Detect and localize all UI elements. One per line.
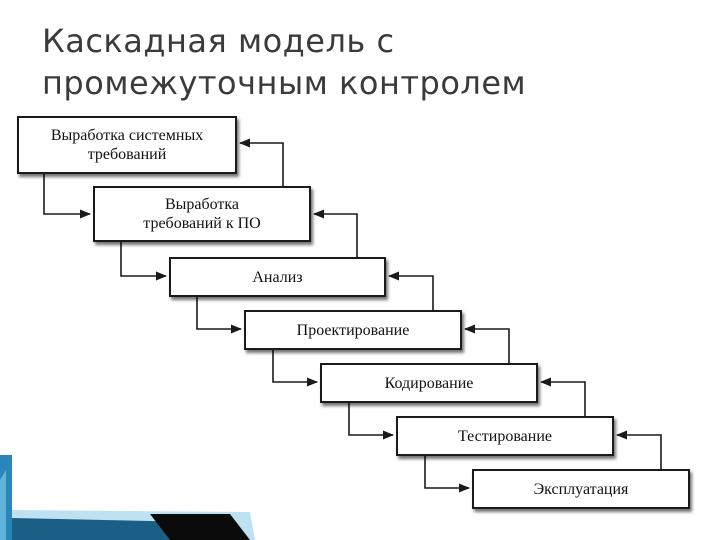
stage-testing: Тестирование: [396, 416, 614, 456]
stage-label: Выработка: [164, 196, 240, 213]
feedback-arrow-3: [387, 271, 434, 310]
down-arrow-2: [120, 242, 168, 281]
down-arrow-6: [424, 456, 471, 493]
feedback-arrow-2: [312, 209, 358, 257]
stage-design: Проектирование: [244, 310, 462, 350]
stage-label: Выработка системных: [50, 127, 204, 144]
stage-label: Тестирование: [458, 427, 552, 445]
page-title: Каскадная модель с промежуточным контрол…: [42, 20, 526, 104]
stage-label: Анализ: [252, 268, 303, 286]
feedback-arrow-1: [238, 138, 284, 186]
stage-coding: Кодирование: [320, 363, 538, 403]
stage-operation: Эксплуатация: [472, 469, 690, 509]
stage-system-requirements: Выработка системных требований: [17, 116, 237, 174]
down-arrow-1: [43, 174, 92, 219]
feedback-arrow-5: [539, 377, 586, 416]
stage-label: Кодирование: [384, 374, 474, 392]
down-arrow-4: [272, 350, 319, 387]
down-arrow-3: [196, 297, 243, 334]
stage-label: Проектирование: [296, 321, 410, 339]
feedback-arrow-6: [615, 430, 662, 469]
stage-software-requirements: Выработка требований к ПО: [93, 186, 311, 242]
stage-analysis: Анализ: [169, 257, 386, 297]
title-line-1: Каскадная модель с: [42, 22, 395, 60]
down-arrow-5: [348, 403, 395, 440]
title-line-2: промежуточным контролем: [42, 64, 527, 102]
stage-label: Эксплуатация: [533, 480, 629, 498]
stage-label: требований: [87, 146, 167, 163]
stage-label: требований к ПО: [143, 215, 261, 232]
feedback-arrow-4: [463, 324, 510, 363]
